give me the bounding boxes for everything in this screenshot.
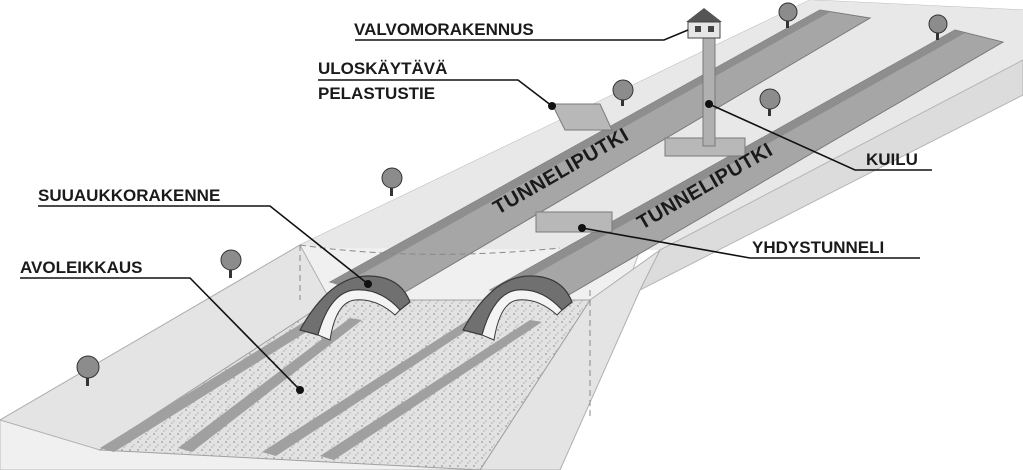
label-valvomorakennus: VALVOMORAKENNUS [354,20,534,39]
cut-right-slope [479,249,661,470]
leader-valvomorakennus [355,29,689,41]
right-portal [462,275,573,341]
tree-icon [778,2,798,28]
label-uloskaytava: ULOSKÄYTÄVÄ [318,59,447,78]
tree-icon [759,88,781,116]
leader-avoleikkaus [20,277,304,394]
label-pelastustie: PELASTUSTIE [318,84,435,103]
tree-icon [220,249,242,278]
ventilation-shaft [702,37,716,147]
cross-passage-upper [664,137,746,157]
cross-passage-lower [535,211,613,233]
tree-icon [76,355,100,386]
label-kuilu: KUILU [866,150,918,169]
escape-route [551,103,613,131]
road-lanes [100,312,542,460]
cut-outline-dashes [299,244,591,420]
leader-yhdystunneli [578,224,920,259]
tree-icon [612,79,634,106]
left-portal [299,275,411,341]
control-building-icon [686,8,722,39]
leader-suuaukkorakenne [38,205,372,288]
tree-icon [381,167,403,196]
label-suuaukkorakenne: SUUAUKKORAKENNE [38,186,220,205]
label-yhdystunneli: YHDYSTUNNELI [752,238,884,257]
leader-kuilu [705,100,932,171]
tree-icon [928,14,948,40]
label-avoleikkaus: AVOLEIKKAUS [20,258,142,277]
leader-uloskaytava [318,79,556,110]
